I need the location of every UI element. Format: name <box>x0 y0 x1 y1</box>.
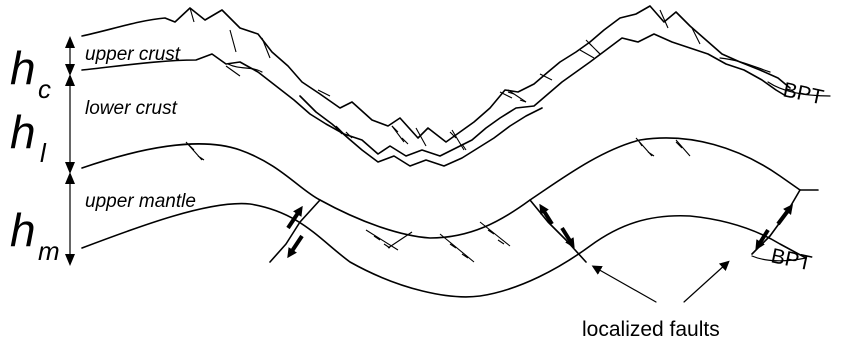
bpt-top-label: BPT <box>781 78 826 109</box>
mantle-shear-arrows-small <box>185 137 691 263</box>
hl-symbol: h l <box>10 106 47 168</box>
crust-internal-line <box>227 57 771 73</box>
mantle-layer: BPT <box>81 137 819 298</box>
mantle-fault-right <box>529 199 587 263</box>
bpt-bottom-curve <box>751 255 807 262</box>
crust-fault-ticks <box>189 7 701 99</box>
localized-faults-arrow-right <box>683 260 730 303</box>
localized-faults-label: localized faults <box>582 318 720 341</box>
bpt-top-curve <box>767 81 831 97</box>
localized-faults-annotation: localized faults <box>582 260 730 341</box>
hc-symbol: h c <box>10 42 51 104</box>
hl-subscript: l <box>40 138 47 168</box>
mantle-top-surface <box>81 137 819 239</box>
hm-symbol: h m <box>10 204 60 266</box>
localized-faults-arrow-left <box>591 265 657 303</box>
hc-subscript: c <box>38 74 51 104</box>
crust-top-surface <box>81 5 791 143</box>
mantle-fault-left <box>269 199 321 263</box>
crust-base <box>299 95 543 167</box>
hm-letter: h <box>10 204 36 256</box>
bpt-bottom-label: BPT <box>769 244 814 275</box>
hm-subscript: m <box>38 236 60 266</box>
mantle-shear-arrows-bold <box>286 203 793 259</box>
upper-mantle-label: upper mantle <box>85 191 196 212</box>
mantle-base <box>81 202 807 298</box>
hl-letter: h <box>10 106 36 158</box>
crust-layer: BPT <box>81 5 831 167</box>
upper-crust-label: upper crust <box>85 44 181 65</box>
lower-crust-label: lower crust <box>85 98 178 119</box>
crust-shear-arrows <box>335 39 601 151</box>
hc-letter: h <box>10 42 36 94</box>
upper-lower-crust-boundary <box>81 33 787 157</box>
